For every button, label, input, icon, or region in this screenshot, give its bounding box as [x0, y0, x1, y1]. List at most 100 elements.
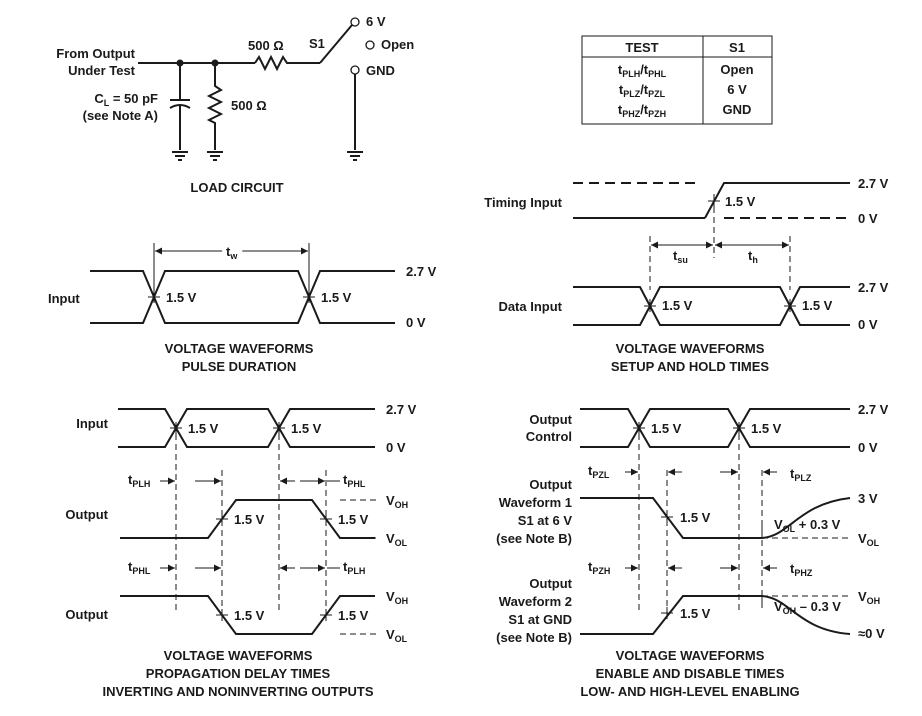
- oc-27v: 2.7 V: [858, 402, 889, 417]
- pulse-27v-label: 2.7 V: [406, 264, 437, 279]
- prop-output-15v-3: 1.5 V: [234, 608, 265, 623]
- switch-label: S1: [309, 36, 325, 51]
- tsu-label: tsu: [673, 248, 688, 265]
- prop-title-3: INVERTING AND NONINVERTING OUTPUTS: [102, 684, 373, 699]
- prop-input-15v-1: 1.5 V: [188, 421, 219, 436]
- oc-15v-2: 1.5 V: [751, 421, 782, 436]
- prop-input-crosshairs: [170, 422, 285, 434]
- w1-waveform: [580, 497, 851, 539]
- prop-output-15v-4: 1.5 V: [338, 608, 369, 623]
- prop-output-crosshairs-2: [216, 609, 332, 621]
- prop-output-waveform-2: [120, 595, 375, 635]
- table-row-test: tPHZ/tPZH: [618, 102, 666, 119]
- enable-title-2: ENABLE AND DISABLE TIMES: [596, 666, 785, 681]
- pulse-15v-label-2: 1.5 V: [321, 290, 352, 305]
- w1-15v: 1.5 V: [680, 510, 711, 525]
- w1-label-3: S1 at 6 V: [518, 513, 573, 528]
- from-output-label-2: Under Test: [68, 63, 136, 78]
- w1-vol-plus: VOL + 0.3 V: [774, 517, 841, 534]
- pulse-title-1: VOLTAGE WAVEFORMS: [165, 341, 314, 356]
- w2-approx-0v: ≈0 V: [858, 626, 885, 641]
- setup-title-2: SETUP AND HOLD TIMES: [611, 359, 770, 374]
- table-dividers: [582, 36, 772, 124]
- prop-title-2: PROPAGATION DELAY TIMES: [146, 666, 331, 681]
- r-side-label: 500 Ω: [231, 98, 267, 113]
- resistor-vertical: [206, 63, 224, 150]
- w2-crosshair: [661, 607, 673, 619]
- switch-6v-label: 6 V: [366, 14, 386, 29]
- pulse-title-2: PULSE DURATION: [182, 359, 297, 374]
- table-row-s1: 6 V: [727, 82, 747, 97]
- timing-crosshair: [708, 194, 720, 207]
- switch-gnd-label: GND: [366, 63, 395, 78]
- prop-vol-2: VOL: [386, 627, 408, 644]
- table-row-s1: Open: [720, 62, 753, 77]
- capacitor-symbol: [169, 63, 191, 150]
- test-table: TEST S1 tPLH/tPHL Open tPLZ/tPZL 6 V tPH…: [581, 35, 773, 125]
- timing-15v-label: 1.5 V: [725, 194, 756, 209]
- w2-label-1: Output: [529, 576, 572, 591]
- tplh-label-1: tPLH: [128, 472, 150, 489]
- w1-label-1: Output: [529, 477, 572, 492]
- table-row-test: tPLZ/tPZL: [619, 82, 666, 99]
- timing-input-label: Timing Input: [484, 195, 562, 210]
- switch-contact-gnd: [350, 65, 360, 75]
- ground-symbol-2: [207, 151, 223, 161]
- prop-input-waveform: [118, 408, 375, 448]
- crosshair-marks: [148, 291, 315, 303]
- w1-3v: 3 V: [858, 491, 878, 506]
- tpzh-label: tPZH: [588, 559, 610, 576]
- prop-output-15v-1: 1.5 V: [234, 512, 265, 527]
- cl-label: CL = 50 pF: [94, 91, 158, 108]
- enable-disable-waveforms: Output Control 1.5 V 1.5 V 2.7 V 0 V tPZ…: [496, 402, 889, 699]
- propagation-delay-waveforms: Input 1.5 V 1.5 V 2.7 V 0 V tPLH tPHL Ou…: [65, 402, 416, 699]
- prop-voh-1: VOH: [386, 493, 408, 510]
- oc-waveform-low: [580, 408, 850, 448]
- setup-title-1: VOLTAGE WAVEFORMS: [616, 341, 765, 356]
- tsu-th-ref-lines: [649, 207, 791, 290]
- switch-arm: [319, 24, 353, 64]
- tw-label-text: tw: [226, 244, 238, 261]
- prop-output-15v-2: 1.5 V: [338, 512, 369, 527]
- data-input-waveform-low: [573, 286, 850, 326]
- data-input-label: Data Input: [498, 299, 562, 314]
- data-15v-label-2: 1.5 V: [802, 298, 833, 313]
- oc-waveform: [580, 408, 850, 448]
- w2-15v: 1.5 V: [680, 606, 711, 621]
- ground-symbol-1: [172, 151, 188, 161]
- prop-input-27v: 2.7 V: [386, 402, 417, 417]
- resistor-horizontal: [254, 54, 320, 72]
- enable-title-3: LOW- AND HIGH-LEVEL ENABLING: [580, 684, 799, 699]
- prop-title-1: VOLTAGE WAVEFORMS: [164, 648, 313, 663]
- prop-input-label: Input: [76, 416, 108, 431]
- prop-output-crosshairs-1: [216, 513, 332, 525]
- tpzl-label: tPZL: [588, 463, 610, 480]
- prop-output-levels-1: [340, 499, 378, 539]
- prop-input-waveform-low: [118, 408, 375, 448]
- switch-contact-open: [365, 40, 375, 50]
- w1-label-4: (see Note B): [496, 531, 572, 546]
- oc-label-2: Control: [526, 429, 572, 444]
- timing-27v-label: 2.7 V: [858, 176, 889, 191]
- oc-label-1: Output: [529, 412, 572, 427]
- load-circuit: From Output Under Test CL = 50 pF (see N…: [56, 14, 414, 195]
- prop-voh-2: VOH: [386, 589, 408, 606]
- w2-waveform: [580, 595, 851, 635]
- cl-note: (see Note A): [83, 108, 158, 123]
- pulse-15v-label-1: 1.5 V: [166, 290, 197, 305]
- tw-ref-lines: [153, 243, 310, 297]
- setup-hold-waveforms: Timing Input 1.5 V 2.7 V 0 V tsu th Data…: [484, 176, 888, 374]
- prop-input-15v-2: 1.5 V: [291, 421, 322, 436]
- ground-symbol-3: [347, 151, 363, 161]
- w2-voh-minus: VOH – 0.3 V: [774, 599, 841, 616]
- data-15v-label-1: 1.5 V: [662, 298, 693, 313]
- oc-crosshairs: [633, 422, 745, 434]
- data-input-waveform: [573, 286, 850, 326]
- prop-vol-1: VOL: [386, 531, 408, 548]
- table-row-test: tPLH/tPHL: [618, 62, 667, 79]
- enable-title-1: VOLTAGE WAVEFORMS: [616, 648, 765, 663]
- data-0v-label: 0 V: [858, 317, 878, 332]
- timing-input-edge: [704, 182, 850, 219]
- table-header-test: TEST: [625, 40, 658, 55]
